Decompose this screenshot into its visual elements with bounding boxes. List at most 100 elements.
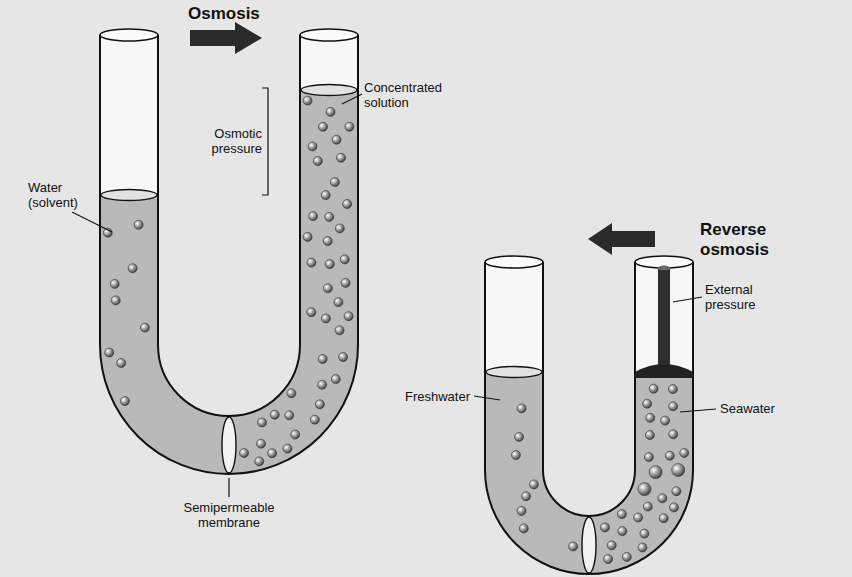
molecule: [287, 389, 296, 398]
molecule: [321, 191, 330, 200]
molecule: [646, 413, 655, 422]
molecule: [511, 451, 520, 460]
molecule: [344, 312, 353, 321]
molecule: [105, 348, 114, 357]
molecule: [258, 418, 267, 427]
molecule: [255, 457, 264, 466]
molecule: [331, 375, 340, 384]
molecule: [309, 212, 318, 221]
arrow-title: Reverse osmosis: [700, 220, 790, 260]
direction-arrow: [190, 22, 262, 54]
leader-lines: [72, 88, 716, 497]
molecule: [313, 157, 322, 166]
molecule: [638, 543, 647, 552]
molecule: [640, 529, 649, 538]
molecule: [649, 384, 658, 393]
molecule: [310, 415, 319, 424]
molecule: [283, 444, 292, 453]
molecule: [318, 355, 327, 364]
molecule: [340, 255, 349, 264]
direction-arrow: [588, 223, 655, 255]
molecule: [604, 555, 613, 564]
molecule: [330, 178, 339, 187]
molecule: [601, 523, 610, 532]
molecule: [519, 524, 528, 533]
tube-opening: [100, 29, 158, 41]
molecule: [326, 107, 335, 116]
molecule: [529, 480, 538, 489]
glass-tube: [100, 35, 358, 474]
molecule: [270, 410, 279, 419]
molecule: [323, 237, 332, 246]
molecule: [120, 397, 129, 406]
molecule: [257, 439, 266, 448]
molecule: [345, 122, 354, 131]
arrow-title: Osmosis: [188, 4, 260, 24]
molecule: [622, 552, 631, 561]
molecule: [128, 264, 137, 273]
molecule: [343, 200, 352, 209]
molecule: [672, 487, 681, 496]
molecule: [111, 296, 120, 305]
molecule: [268, 449, 277, 458]
liquid-surface: [101, 190, 157, 201]
liquid-surface: [301, 85, 357, 96]
molecule: [319, 122, 328, 131]
molecule: [140, 323, 149, 332]
molecule: [618, 527, 627, 536]
molecule: [318, 380, 327, 389]
liquid-surface: [486, 367, 542, 378]
tube-outline: [100, 35, 358, 474]
molecule: [607, 541, 616, 550]
molecule: [285, 411, 294, 420]
molecule: [303, 96, 312, 105]
molecule: [117, 359, 126, 368]
molecule: [643, 502, 652, 511]
molecule: [315, 400, 324, 409]
molecule: [335, 224, 344, 233]
molecule: [341, 278, 350, 287]
semipermeable-membrane: [222, 417, 236, 473]
molecule: [669, 430, 678, 439]
molecule: [303, 232, 312, 241]
molecule: [515, 432, 524, 441]
molecule: [134, 220, 143, 229]
molecule: [638, 483, 651, 496]
molecule: [643, 399, 652, 408]
molecule: [661, 416, 670, 425]
molecule: [517, 404, 526, 413]
molecule: [649, 466, 662, 479]
molecule: [307, 258, 316, 267]
callout-label: Seawater: [720, 401, 810, 416]
molecule: [325, 260, 334, 269]
molecule: [335, 326, 344, 335]
molecule: [334, 298, 343, 307]
callout-label: Freshwater: [380, 389, 470, 404]
callout-label: External pressure: [705, 282, 785, 312]
molecule: [658, 494, 667, 503]
molecule: [665, 451, 674, 460]
molecule: [332, 135, 341, 144]
callout-label: Semipermeable membrane: [164, 500, 294, 530]
callout-label: Concentrated solution: [364, 80, 464, 110]
bracket-label: Osmotic pressure: [192, 126, 262, 156]
molecule: [337, 153, 346, 162]
molecule: [325, 212, 334, 221]
molecule: [672, 464, 685, 477]
molecule: [645, 431, 654, 440]
molecule: [308, 142, 317, 151]
molecule: [240, 449, 249, 458]
molecule: [680, 448, 689, 457]
u-tubes: [100, 29, 693, 574]
molecule: [323, 284, 332, 293]
semipermeable-membrane: [582, 517, 596, 573]
molecule: [668, 385, 677, 394]
piston-rod: [658, 268, 670, 378]
piston-rod-top: [658, 266, 670, 271]
glass-tube: [485, 262, 693, 574]
molecule: [669, 402, 678, 411]
molecule: [670, 503, 679, 512]
liquid: [100, 90, 358, 474]
molecule: [634, 513, 643, 522]
molecule: [110, 279, 119, 288]
